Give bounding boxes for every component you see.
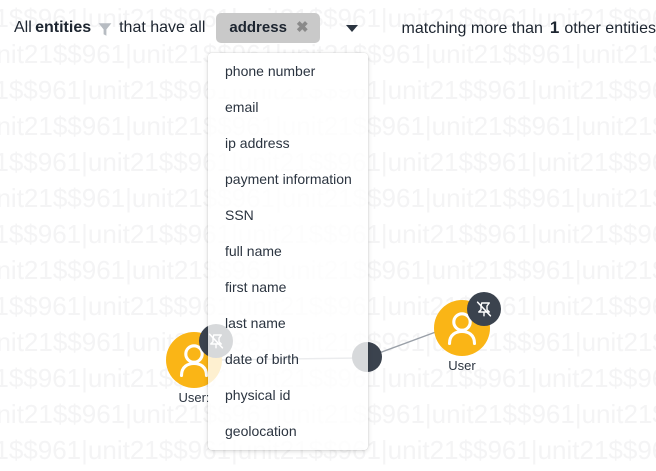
dropdown-option-date-of-birth[interactable]: date of birth bbox=[225, 351, 299, 367]
match-suffix-label: other entities bbox=[564, 20, 656, 37]
dropdown-option-first-name[interactable]: first name bbox=[225, 279, 287, 295]
node-label: User bbox=[448, 358, 476, 373]
filter-prefix-label: All bbox=[14, 19, 32, 36]
user-icon bbox=[179, 344, 209, 378]
node-unpin-badge[interactable] bbox=[467, 292, 501, 326]
close-icon[interactable]: ✖ bbox=[295, 19, 309, 36]
filter-entity-label: entities bbox=[35, 19, 92, 36]
filter-condition-label: that have all bbox=[119, 19, 206, 36]
graph-node-right[interactable]: User bbox=[434, 292, 501, 373]
filter-bar: All entities that have all address ✖ mat… bbox=[0, 0, 656, 56]
dropdown-option-physical-id[interactable]: physical id bbox=[225, 387, 291, 403]
dropdown-option-full-name[interactable]: full name bbox=[225, 243, 282, 259]
unpin-icon bbox=[476, 301, 492, 317]
dropdown-option-phone-number[interactable]: phone number bbox=[208, 53, 368, 89]
dropdown-option-payment-information[interactable]: payment information bbox=[225, 171, 352, 187]
dropdown-option-email[interactable]: email bbox=[225, 99, 259, 115]
match-prefix-label: matching more than bbox=[401, 20, 543, 37]
user-icon bbox=[447, 312, 477, 346]
dropdown-option-geolocation[interactable]: geolocation bbox=[225, 423, 297, 439]
dropdown-option-last-name[interactable]: last name bbox=[225, 315, 286, 331]
filter-chip-address[interactable]: address ✖ bbox=[216, 13, 320, 43]
dropdown-option-ssn[interactable]: SSN bbox=[225, 207, 254, 223]
node-label: User: bbox=[178, 390, 210, 405]
match-count-value[interactable]: 1 bbox=[549, 18, 560, 37]
match-clause: matching more than 1 other entities bbox=[402, 18, 656, 38]
attribute-dropdown-menu[interactable]: phone number email ip address payment in… bbox=[208, 53, 368, 450]
filter-chip-label: address bbox=[229, 19, 287, 36]
funnel-icon-glyph bbox=[98, 22, 112, 36]
chevron-down-icon[interactable] bbox=[345, 24, 358, 32]
funnel-icon[interactable] bbox=[98, 22, 112, 37]
dropdown-option-ip-address[interactable]: ip address bbox=[225, 135, 290, 151]
